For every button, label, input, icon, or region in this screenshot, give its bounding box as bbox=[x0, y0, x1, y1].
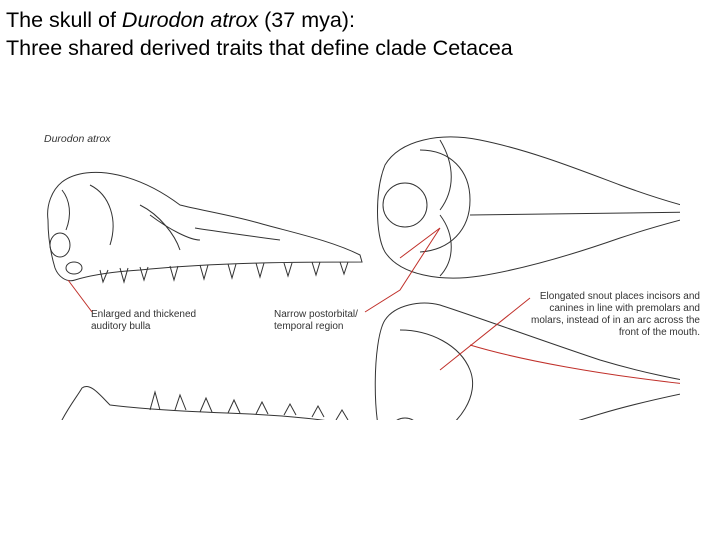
dorsal-skull-drawing bbox=[377, 136, 680, 279]
ventral-skull-drawing bbox=[374, 302, 680, 420]
lower-jaw-drawing bbox=[61, 386, 349, 420]
title-line-2: Three shared derived traits that define … bbox=[6, 36, 513, 60]
slide-title: The skull of Durodon atrox (37 mya): Thr… bbox=[6, 6, 714, 62]
species-label: Durodon atrox bbox=[44, 133, 111, 145]
skull-illustration bbox=[47, 136, 680, 420]
lateral-skull-drawing bbox=[47, 171, 363, 284]
leader-lines bbox=[67, 227, 680, 384]
postorbital-region-label: Narrow postorbital/ temporal region bbox=[274, 309, 358, 332]
auditory-bulla-label: Enlarged and thickened auditory bulla bbox=[91, 309, 197, 332]
title-line-1: The skull of Durodon atrox (37 mya): bbox=[6, 8, 355, 32]
elongated-snout-label: Elongated snout places incisors and cani… bbox=[531, 291, 700, 338]
